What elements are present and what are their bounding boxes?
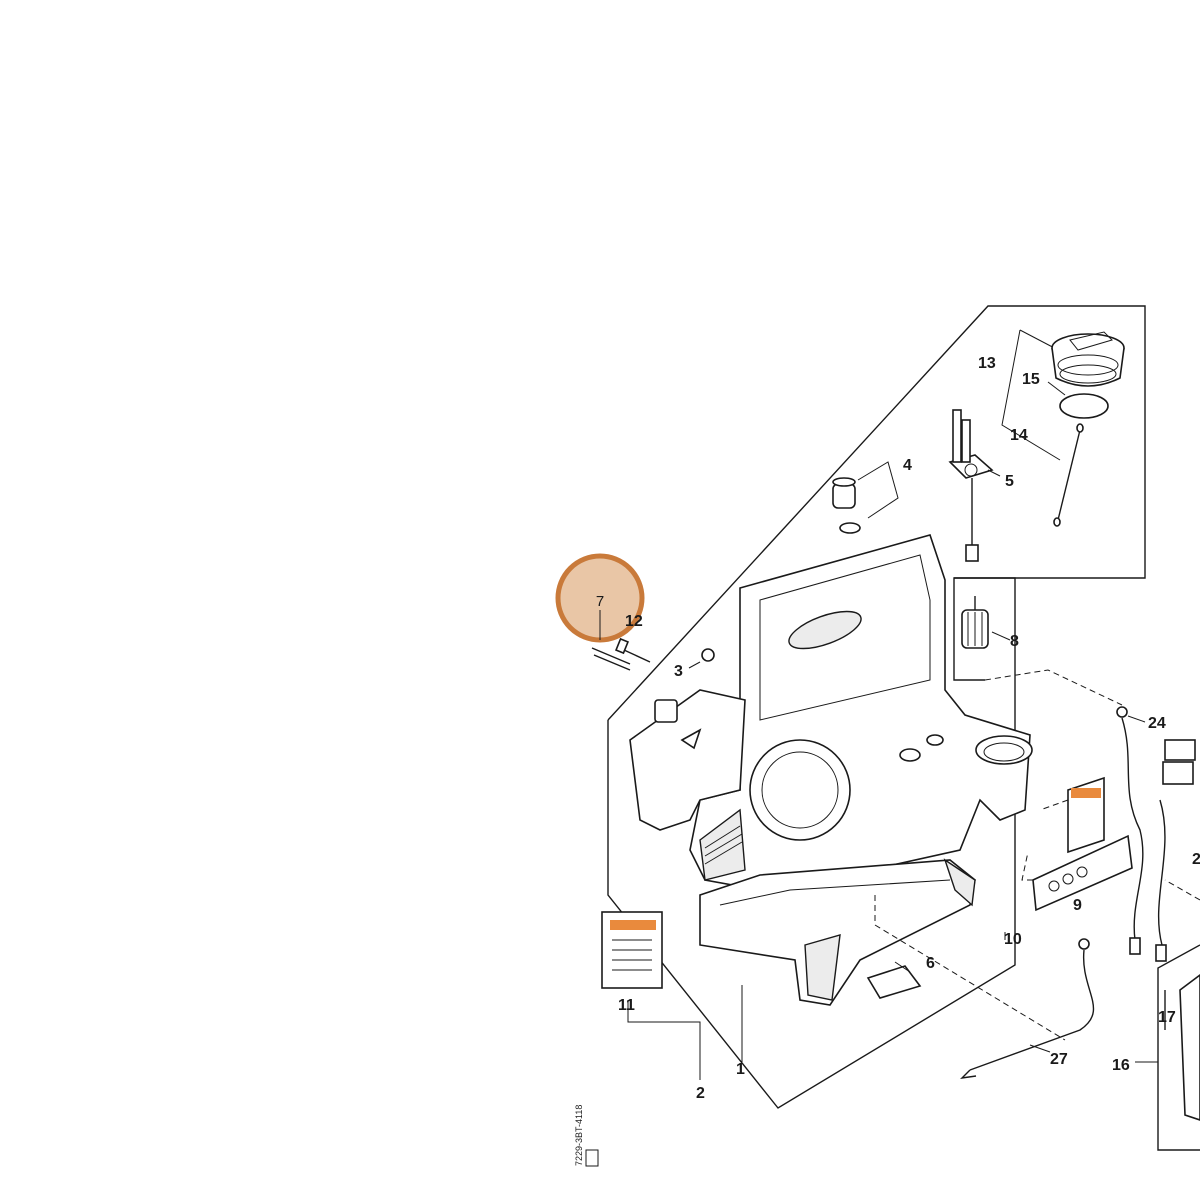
handle-assembly-frame bbox=[1157, 944, 1200, 1151]
fuel-cap-seal bbox=[1059, 393, 1109, 419]
warning-label-9 bbox=[1032, 834, 1133, 912]
callout-6[interactable]: 6 bbox=[926, 955, 935, 972]
warning-label-10 bbox=[1067, 776, 1105, 854]
callout-1[interactable]: 1 bbox=[736, 1061, 745, 1078]
selected-part-highlight[interactable]: 7 bbox=[555, 553, 645, 643]
callout-10[interactable]: 10 bbox=[1004, 931, 1022, 948]
callout-15[interactable]: 15 bbox=[1022, 371, 1040, 388]
tank-vent bbox=[832, 477, 861, 534]
ground-wire bbox=[960, 938, 1095, 1079]
plate bbox=[866, 965, 922, 999]
callout-12[interactable]: 12 bbox=[625, 613, 643, 630]
warning-label-11 bbox=[601, 911, 663, 989]
callout-4[interactable]: 4 bbox=[903, 457, 912, 474]
screw-7 bbox=[591, 647, 631, 671]
fuel-filter bbox=[961, 596, 989, 649]
dashed-link-d bbox=[874, 895, 1066, 1041]
callout-11[interactable]: 11 bbox=[618, 997, 635, 1014]
ignition-lead bbox=[1116, 706, 1196, 962]
callout-9[interactable]: 9 bbox=[1073, 897, 1082, 914]
drawing-code-box bbox=[585, 1149, 599, 1167]
drawing-code: 7229-3BT-4118 bbox=[574, 1105, 584, 1166]
callout-16[interactable]: 16 bbox=[1112, 1057, 1130, 1074]
callout-2[interactable]: 2 bbox=[696, 1085, 705, 1102]
fuel-pickup bbox=[948, 409, 994, 562]
dashed-link-a bbox=[984, 669, 1123, 706]
callout-24[interactable]: 24 bbox=[1148, 715, 1166, 732]
engine-housing bbox=[689, 534, 1033, 906]
callout-17[interactable]: 17 bbox=[1158, 1009, 1176, 1026]
side-bracket bbox=[629, 648, 746, 831]
callout-5[interactable]: 5 bbox=[1005, 473, 1014, 490]
callout-27[interactable]: 27 bbox=[1050, 1051, 1068, 1068]
callout-13[interactable]: 13 bbox=[978, 355, 996, 372]
dashed-link-b bbox=[1039, 799, 1069, 811]
dashed-link-c bbox=[1021, 851, 1033, 881]
screw-12 bbox=[615, 637, 651, 663]
dashed-link-e bbox=[1164, 879, 1200, 901]
callout-8[interactable]: 8 bbox=[1010, 633, 1019, 650]
cap-group-bracket bbox=[1001, 329, 1061, 461]
callout-3[interactable]: 3 bbox=[674, 663, 683, 680]
assembly-frame-top bbox=[607, 305, 1146, 721]
blower-housing-base bbox=[699, 858, 976, 1006]
retaining-strap bbox=[1053, 423, 1084, 527]
callout-14[interactable]: 14 bbox=[1010, 427, 1028, 444]
fuel-cap bbox=[1051, 331, 1125, 387]
callout-25[interactable]: 2 bbox=[1192, 851, 1200, 868]
callout-7[interactable]: 7 bbox=[596, 593, 604, 610]
